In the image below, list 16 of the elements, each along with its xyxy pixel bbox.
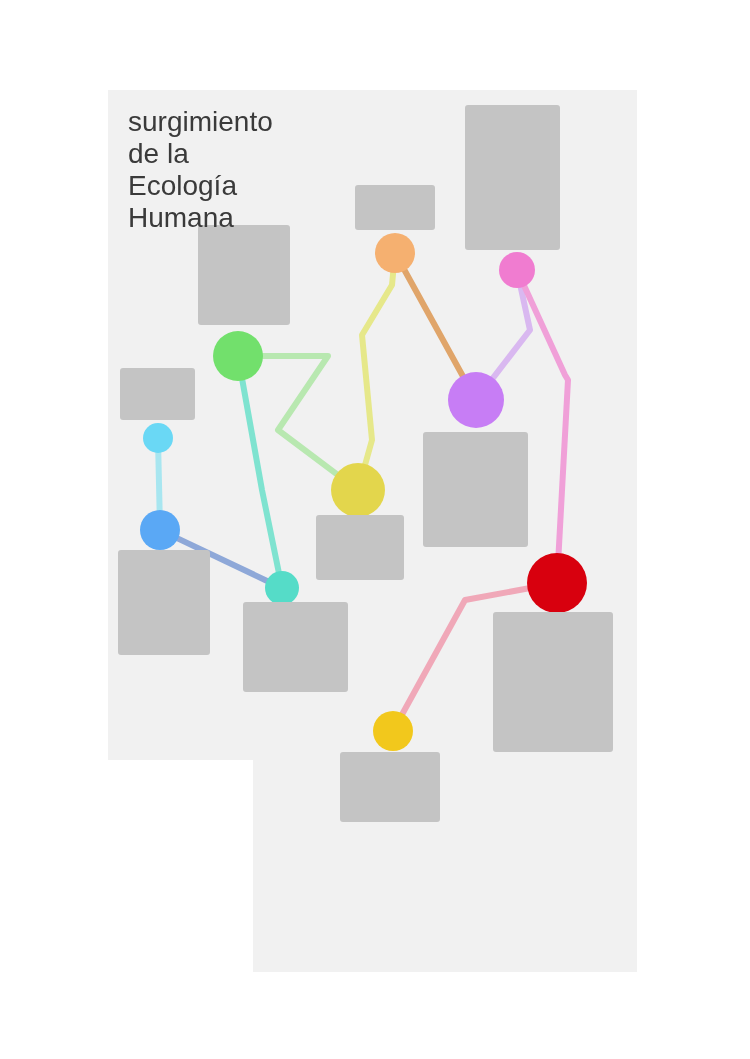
blurred-text-block	[120, 368, 195, 420]
blurred-text-block	[493, 612, 613, 752]
blurred-text-block	[243, 602, 348, 692]
blurred-text-block	[355, 185, 435, 230]
diagram-title: surgimiento de la Ecología Humana	[128, 106, 274, 234]
connector-line	[521, 283, 571, 556]
connector-line	[399, 585, 531, 717]
connector-line	[260, 353, 340, 477]
connector-line	[175, 535, 270, 584]
blurred-text-block	[465, 105, 560, 250]
blurred-text-block	[316, 515, 404, 580]
blurred-text-block	[198, 225, 290, 325]
blurred-text-block	[118, 550, 210, 655]
connector-line	[401, 267, 466, 379]
blurred-text-block	[340, 752, 440, 822]
blurred-text-block	[423, 432, 528, 547]
